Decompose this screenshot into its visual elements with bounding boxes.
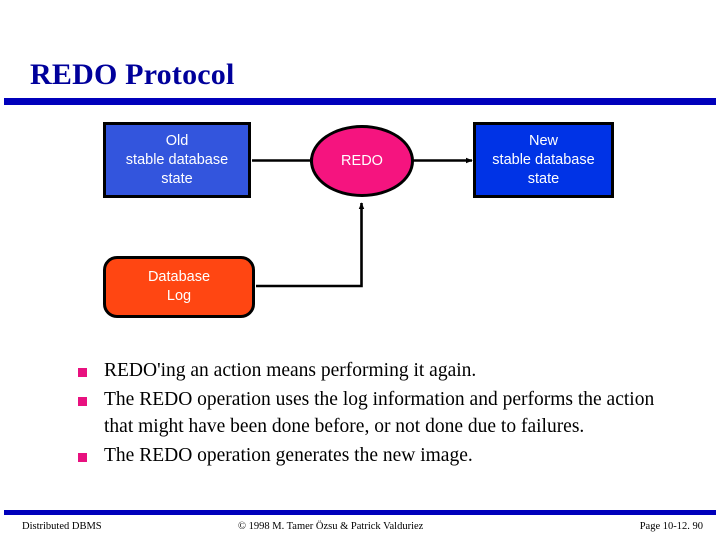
- list-item: The REDO operation uses the log informat…: [78, 386, 678, 440]
- footer-page-number: Page 10-12. 90: [639, 521, 703, 532]
- node-old-stable-database-state: Old stable database state: [103, 122, 251, 198]
- list-item-text: The REDO operation uses the log informat…: [104, 389, 655, 437]
- footer-copyright-text: © 1998 M. Tamer Özsu & Patrick Valduriez: [238, 521, 424, 532]
- list-item: REDO'ing an action means performing it a…: [78, 357, 678, 384]
- node-redo: REDO: [310, 125, 414, 197]
- list-item: The REDO operation generates the new ima…: [78, 442, 678, 469]
- node-new-stable-database-state: New stable database state: [473, 122, 614, 198]
- node-database-log: Database Log: [103, 256, 255, 318]
- connector-log-to-redo: [256, 202, 365, 288]
- page-title: REDO Protocol: [30, 58, 235, 91]
- list-item-text: The REDO operation generates the new ima…: [104, 445, 473, 466]
- bullet-list: REDO'ing an action means performing it a…: [78, 357, 678, 471]
- footer-divider: [4, 510, 716, 515]
- list-item-text: REDO'ing an action means performing it a…: [104, 360, 477, 381]
- square-bullet-icon: [78, 368, 87, 377]
- square-bullet-icon: [78, 453, 87, 462]
- square-bullet-icon: [78, 397, 87, 406]
- footer-left-text: Distributed DBMS: [22, 521, 102, 532]
- title-divider: [4, 98, 716, 105]
